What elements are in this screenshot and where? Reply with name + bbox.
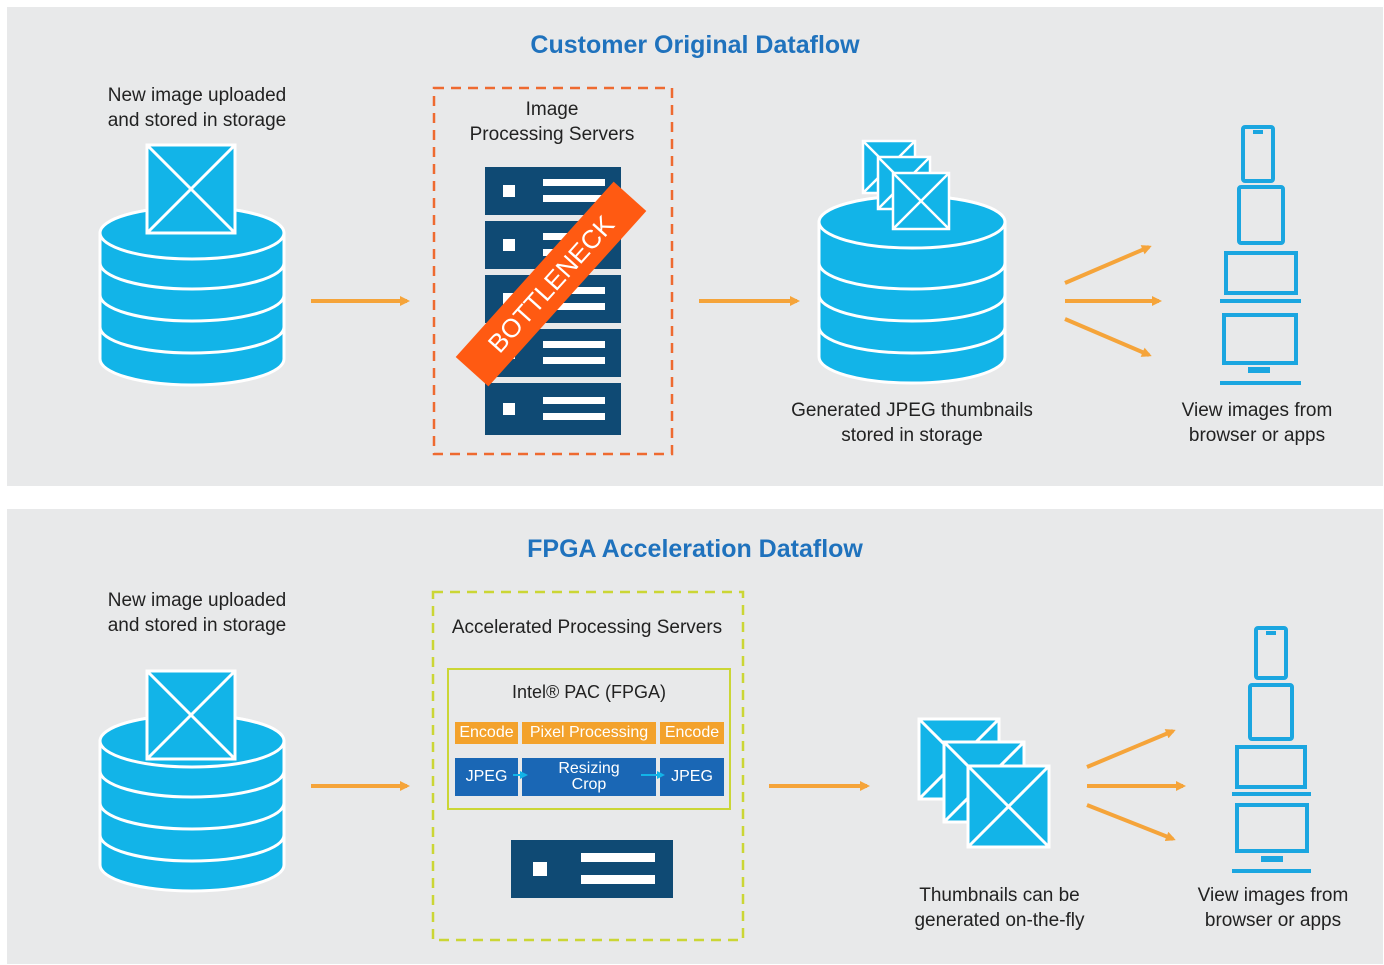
original-dataflow-diagram: BOTTLENECK: [98, 86, 1301, 456]
flow-arrow: [1086, 803, 1176, 842]
encode-stage: Encode: [660, 722, 724, 744]
jpeg-block: JPEG: [455, 758, 518, 796]
monitor-icon: [1232, 803, 1311, 873]
thumbnail-stack-icon: [917, 717, 1051, 849]
resizing-crop-block: Resizing Crop: [522, 758, 656, 796]
processing-servers-box: [432, 86, 674, 456]
jpeg-block: JPEG: [660, 758, 724, 796]
view-label: View images from browser or apps: [1181, 400, 1333, 446]
thumbnail-stack-icon: [861, 139, 951, 231]
upload-label: New image uploaded and stored in storage: [107, 590, 287, 636]
phone-icon: [1241, 125, 1275, 183]
flow-arrow: [1064, 317, 1152, 357]
tablet-icon: [1248, 683, 1294, 741]
thumbnails-label: Generated JPEG thumbnails stored in stor…: [791, 400, 1033, 446]
servers-label: Accelerated Processing Servers: [451, 617, 723, 638]
upload-label: New image uploaded and stored in storage: [107, 85, 287, 131]
database-icon: [98, 713, 286, 893]
database-icon: [817, 194, 1007, 385]
panel-title: Customer Original Dataflow: [530, 31, 860, 59]
tablet-icon: [1237, 185, 1285, 245]
fpga-dataflow-panel: FPGA Acceleration Dataflow New image upl…: [7, 509, 1383, 964]
original-dataflow-panel: Customer Original Dataflow New image upl…: [7, 7, 1383, 486]
panel-title: FPGA Acceleration Dataflow: [527, 535, 863, 563]
laptop-icon: [1220, 251, 1301, 303]
flow-arrow: [1086, 729, 1176, 769]
monitor-icon: [1220, 313, 1301, 385]
encode-stage: Encode: [455, 722, 518, 744]
intel-pac-box: Intel® PAC (FPGA) Encode Pixel Processin…: [447, 668, 731, 810]
image-icon: [145, 669, 237, 761]
laptop-icon: [1232, 745, 1311, 796]
view-label: View images from browser or apps: [1197, 885, 1349, 931]
pixel-processing-stage: Pixel Processing: [522, 722, 656, 744]
thumbnails-label: Thumbnails can be generated on-the-fly: [914, 885, 1085, 931]
flow-arrow: [1064, 245, 1152, 285]
servers-label: Image Processing Servers: [469, 99, 635, 145]
fpga-server-icon: [511, 840, 673, 898]
pac-label: Intel® PAC (FPGA): [512, 682, 666, 702]
phone-icon: [1254, 626, 1288, 680]
image-icon: [145, 143, 237, 235]
